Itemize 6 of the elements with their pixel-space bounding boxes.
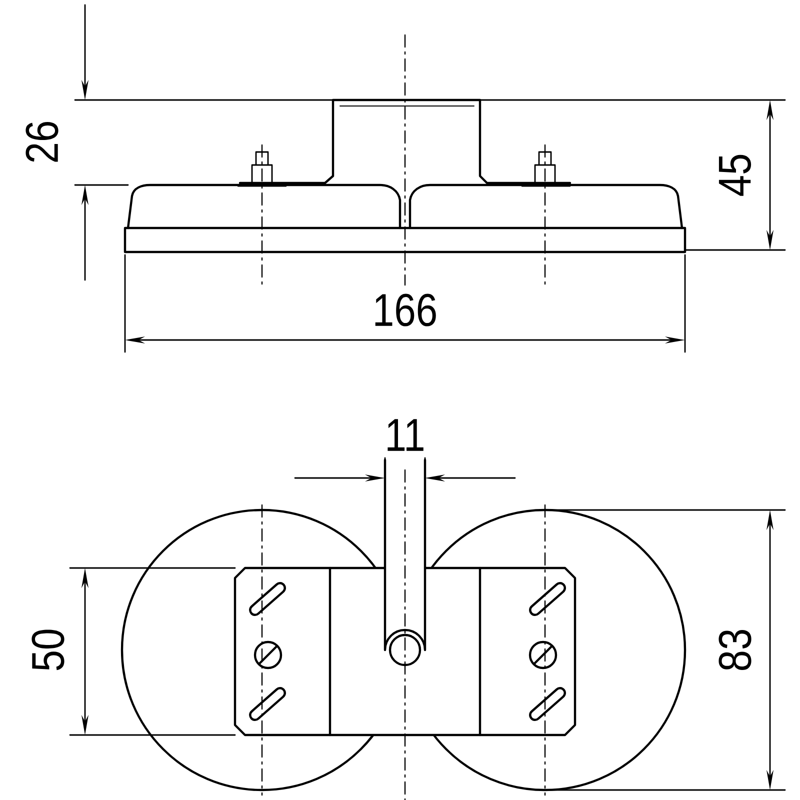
- dimension-label: 166: [375, 294, 436, 326]
- dimension-label: 83: [718, 630, 752, 670]
- dimension-label: 26: [26, 122, 58, 162]
- dimension-label: 11: [388, 419, 424, 451]
- dimension-label: 50: [32, 630, 64, 670]
- dimension-label: 45: [718, 154, 752, 196]
